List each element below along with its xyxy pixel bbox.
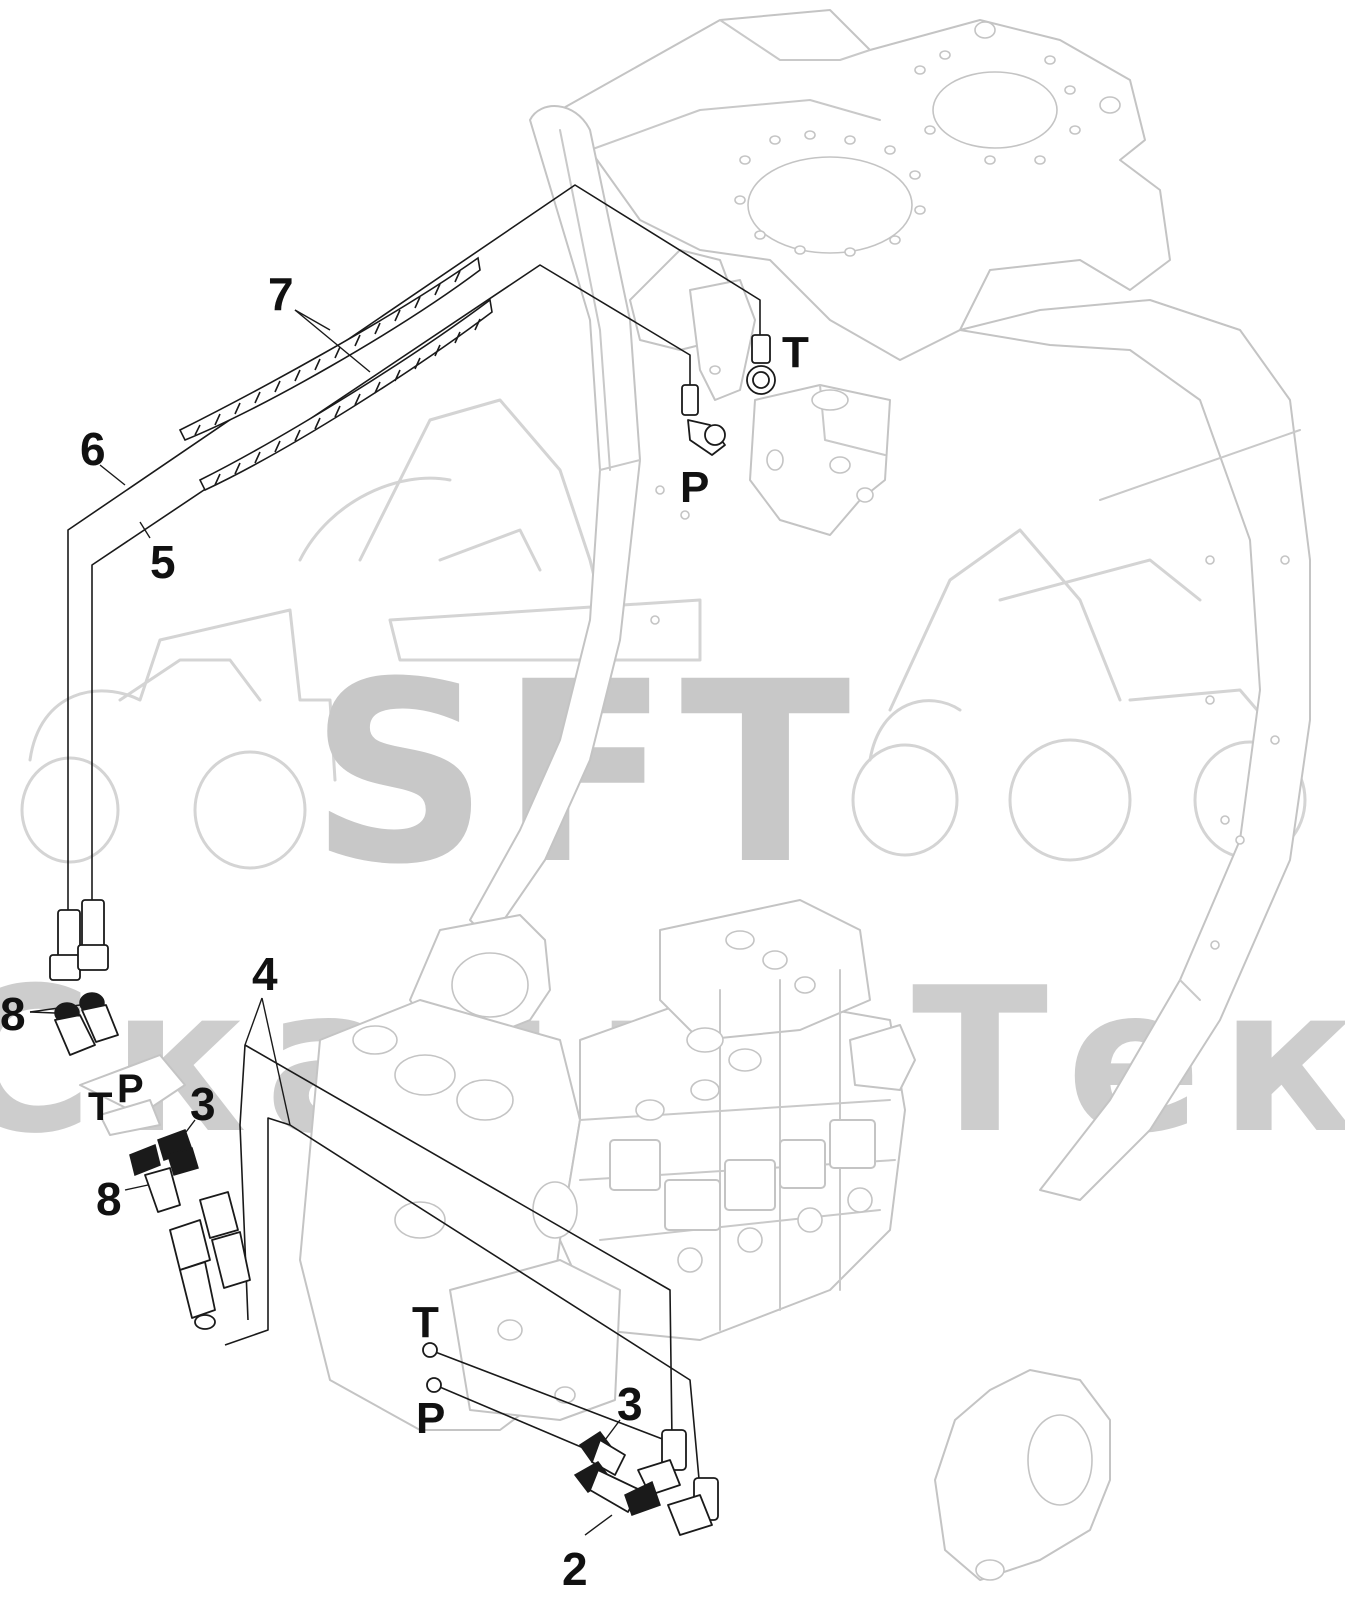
valve-pressure-label: P [416,1394,445,1443]
leader-lines [29,309,621,1536]
control-valve-bank [299,899,916,1431]
spiral-wrap-lower [198,298,493,492]
callout-6: 6 [80,423,106,475]
callout-8-upper: 8 [0,988,26,1040]
valve-elbow-lower [667,1477,719,1536]
watermark-vehicle-right-icon [851,688,1307,862]
callout-3-lower: 3 [617,1378,643,1430]
adapter-8-upper [54,992,119,1056]
upper-distribution-block [749,384,891,536]
watermark-excavator-center-icon [298,398,702,662]
top-tank-fitting [746,334,776,395]
top-tank-label: T [782,328,809,377]
left-tp-block [79,1054,186,1136]
callout-8-lower: 8 [96,1173,122,1225]
callout-5: 5 [150,536,176,588]
callout-7: 7 [268,268,294,320]
callout-4: 4 [252,948,278,1000]
port-labels: T P T P T P [88,328,809,1443]
hose-routing [67,184,761,1491]
valve-p-pipe [434,1384,601,1456]
top-pressure-label: P [680,463,709,512]
adapter-8-lower [144,1147,199,1213]
left-lower-hose-end-fittings [169,1191,251,1330]
callout-2: 2 [562,1543,588,1595]
valve-ports [422,1342,442,1393]
watermark-vehicle-left-icon [20,608,337,870]
elbow-2 [573,1461,661,1516]
spiral-hose-wrap-pair [178,256,493,492]
upper-mounting-bracket [629,249,756,401]
hose-4 [224,1117,701,1491]
left-hose-end-fittings [49,899,109,981]
valve-t-pipe [429,1349,666,1441]
callout-numbers: 7 6 5 4 8 3 8 3 2 [0,268,643,1595]
valve-tank-label: T [412,1298,439,1347]
left-pressure-label: P [117,1067,144,1111]
hose-6 [67,184,761,910]
loader-boom-frame [409,9,1311,1581]
hose-5 [91,264,691,910]
left-tank-label: T [88,1085,112,1129]
top-pressure-fitting [681,384,726,456]
watermark-excavator-right-icon [868,528,1202,762]
spiral-wrap-upper [178,256,481,442]
callout-3-upper: 3 [190,1078,216,1130]
